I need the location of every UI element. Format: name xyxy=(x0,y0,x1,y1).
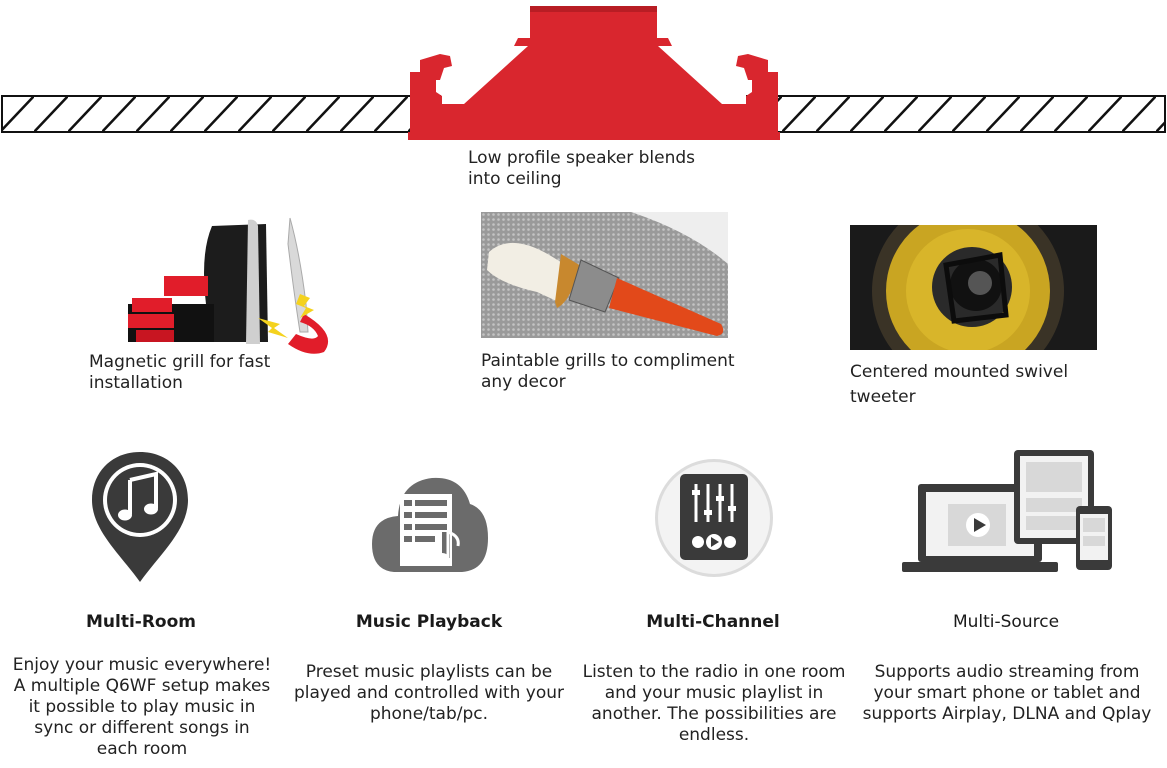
feature-title-multi-channel: Multi-Channel xyxy=(646,612,780,632)
cloud-playlist-icon xyxy=(370,460,490,576)
ceiling-speaker-diagram xyxy=(0,0,1167,145)
devices-icon xyxy=(900,448,1116,574)
mixer-sliders-icon xyxy=(654,458,774,578)
feature-title-multi-room: Multi-Room xyxy=(85,612,197,632)
speaker-caption: Low profile speaker blends into ceiling xyxy=(468,148,695,189)
paintbrush-grill-image xyxy=(481,212,728,338)
feature-title-music-playback: Music Playback xyxy=(355,612,503,632)
feature-desc-multi-source: Supports audio streaming from your smart… xyxy=(862,662,1152,724)
paintbrush-grill-caption: Paintable grills to compliment any decor xyxy=(481,351,735,392)
feature-desc-multi-channel: Listen to the radio in one room and your… xyxy=(582,662,846,745)
feature-desc-multi-room: Enjoy your music everywhere! A multiple … xyxy=(12,655,272,759)
map-pin-music-icon xyxy=(90,450,190,584)
feature-desc-music-playback: Preset music playlists can be played and… xyxy=(293,662,565,724)
tweeter-image xyxy=(850,225,1097,350)
magnetic-grill-image xyxy=(128,214,340,356)
feature-title-multi-source: Multi-Source xyxy=(952,612,1060,632)
tweeter-caption: Centered mounted swivel tweeter xyxy=(850,362,1069,407)
magnetic-grill-caption: Magnetic grill for fast installation xyxy=(89,352,271,393)
